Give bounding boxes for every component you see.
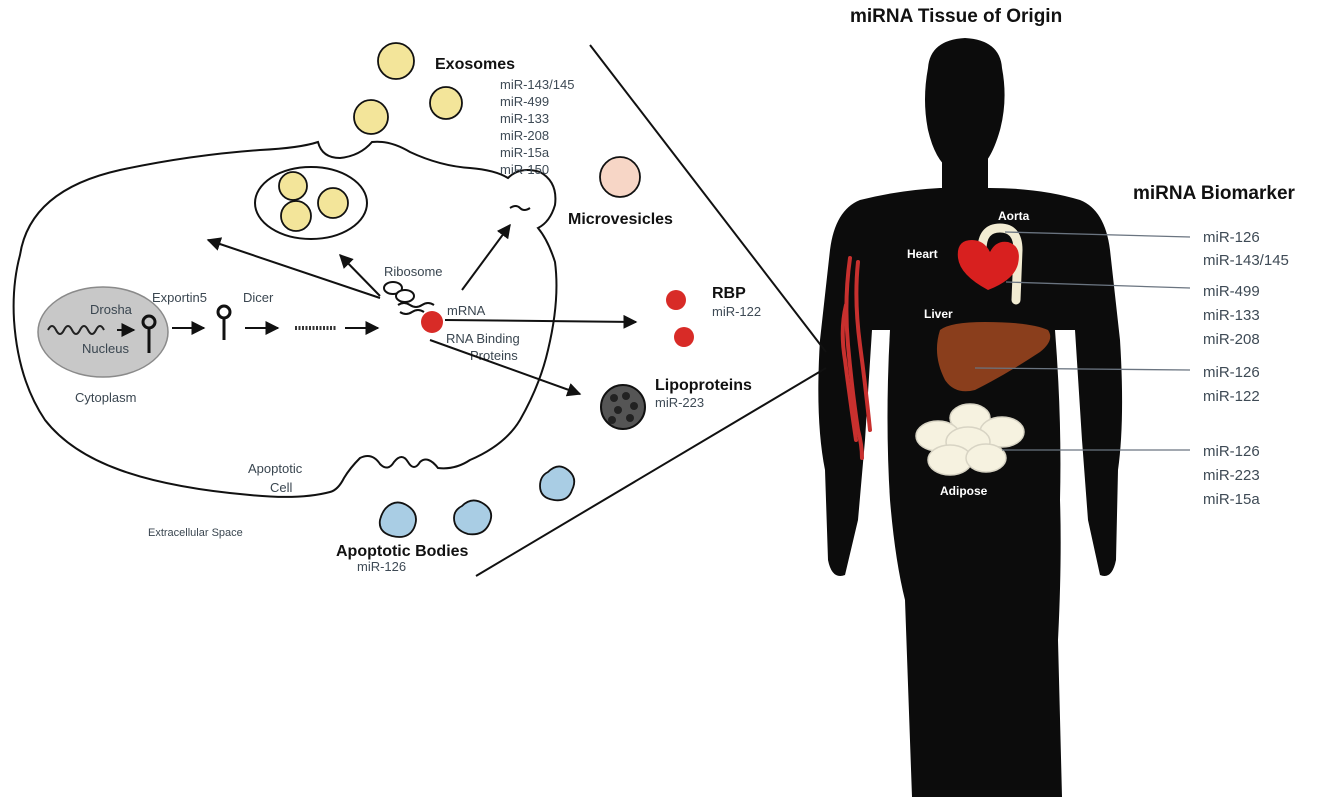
biomarker-title: miRNA Biomarker (1133, 183, 1296, 204)
biomarker-adipose-1: miR-126 (1203, 443, 1260, 460)
label-rbp-line2: Proteins (470, 348, 518, 363)
label-rbp-line1: RNA Binding (446, 331, 520, 346)
label-microvesicles: Microvesicles (568, 211, 673, 228)
biomarker-adipose-2: miR-223 (1203, 467, 1260, 484)
biomarker-aorta-1: miR-126 (1203, 229, 1260, 246)
biomarker-heart-3: miR-208 (1203, 331, 1260, 348)
lipoprotein (601, 385, 645, 429)
label-mrna: mRNA (447, 303, 486, 318)
biomarker-list: miR-126 miR-143/145 miR-499 miR-133 miR-… (1203, 229, 1289, 508)
label-lipoproteins: Lipoproteins (655, 377, 752, 394)
exosome-mir-1: miR-143/145 (500, 77, 574, 92)
apoptotic-bodies (380, 466, 575, 537)
lipoprotein-mir: miR-223 (655, 395, 704, 410)
exosome-mir-4: miR-208 (500, 128, 549, 143)
organ-label-adipose: Adipose (940, 484, 988, 498)
label-extracellular: Extracellular Space (148, 527, 243, 539)
organ-label-aorta: Aorta (998, 209, 1030, 223)
export-arrows (208, 225, 636, 394)
biomarker-heart-1: miR-499 (1203, 283, 1260, 300)
ribosome-complex (384, 282, 443, 333)
label-drosha: Drosha (90, 302, 133, 317)
biomarker-aorta-2: miR-143/145 (1203, 252, 1289, 269)
biomarker-liver-2: miR-122 (1203, 388, 1260, 405)
organ-label-liver: Liver (924, 307, 953, 321)
exosome-mirna-list: miR-143/145 miR-499 miR-133 miR-208 miR-… (500, 77, 574, 177)
biomarker-adipose-3: miR-15a (1203, 491, 1260, 508)
exosome-mir-6: miR-150 (500, 162, 549, 177)
label-cytoplasm: Cytoplasm (75, 390, 136, 405)
hairpin-cytoplasm (218, 306, 230, 340)
label-dicer: Dicer (243, 290, 274, 305)
label-apoptotic-bodies: Apoptotic Bodies (336, 543, 469, 560)
label-rbp: RBP (712, 285, 746, 302)
rbp-complexes (666, 290, 694, 347)
tissue-of-origin-title: miRNA Tissue of Origin (850, 6, 1062, 27)
label-apoptotic-line2: Cell (270, 480, 293, 495)
multivesicular-body (255, 167, 367, 239)
label-exportin: Exportin5 (152, 290, 207, 305)
label-ribosome: Ribosome (384, 264, 443, 279)
microvesicle (600, 157, 640, 197)
label-exosomes: Exosomes (435, 56, 515, 73)
label-apoptotic-line1: Apoptotic (248, 461, 303, 476)
biomarker-liver-1: miR-126 (1203, 364, 1260, 381)
exosome-mir-5: miR-15a (500, 145, 550, 160)
apoptotic-bodies-mir: miR-126 (357, 559, 406, 574)
exosome-mir-2: miR-499 (500, 94, 549, 109)
label-nucleus: Nucleus (82, 341, 129, 356)
biomarker-heart-2: miR-133 (1203, 307, 1260, 324)
exosome-mir-3: miR-133 (500, 111, 549, 126)
organ-label-heart: Heart (907, 247, 938, 261)
microvesicle-budding (510, 206, 530, 210)
rbp-mir: miR-122 (712, 304, 761, 319)
